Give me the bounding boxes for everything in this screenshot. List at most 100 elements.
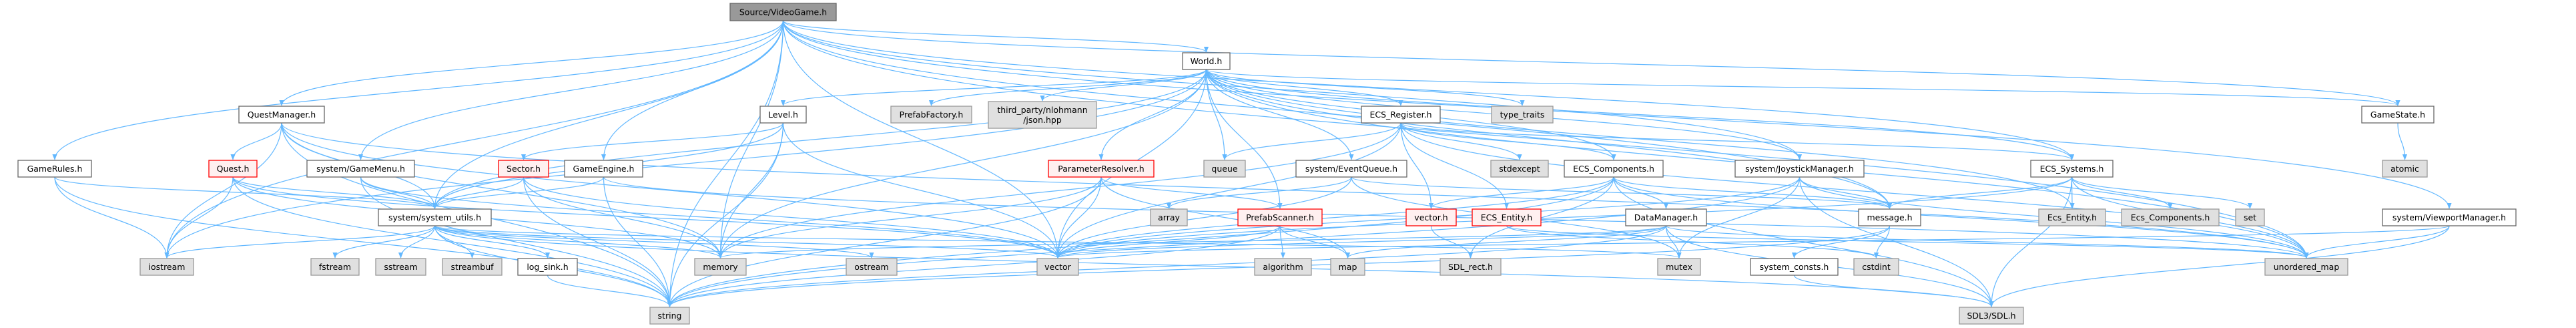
node-questmanager[interactable]: QuestManager.h: [238, 106, 325, 124]
node-label: sstream: [384, 262, 417, 272]
node-box: [649, 307, 690, 325]
node-box: [1048, 160, 1155, 178]
node-message[interactable]: message.h: [1858, 208, 1921, 226]
edge-level-to-sector: [521, 122, 784, 160]
node-label: system/GameMenu.h: [316, 164, 405, 174]
node-sdlrect: SDL_rect.h: [1439, 258, 1502, 276]
edge-questmanager-to-unorderedmap: [281, 122, 2309, 259]
node-logsink[interactable]: log_sink.h: [517, 258, 578, 276]
node-ecsentity2: Ecs_Entity.h: [2038, 208, 2106, 226]
node-label: SDL3/SDL.h: [1967, 311, 2015, 321]
edge-ecscomponents-to-sdlrect: [1468, 176, 1614, 259]
node-label: PrefabFactory.h: [900, 110, 964, 120]
node-label: queue: [1211, 164, 1237, 174]
node-prefabfactory: PrefabFactory.h: [890, 106, 972, 124]
edge-world-to-memory: [717, 69, 1207, 259]
edge-sysutils-to-vector: [434, 225, 1060, 259]
node-joystick[interactable]: system/JoystickManager.h: [1734, 160, 1865, 178]
node-label: DataManager.h: [1634, 212, 1698, 222]
edge-ecssystems-to-ecscomponents2: [2071, 176, 2173, 209]
node-box: [1858, 208, 1921, 226]
edge-prefabscanner-to-map: [1279, 225, 1351, 259]
edge-videogame-to-string: [667, 20, 784, 307]
edge-world-to-eventqueue: [1205, 69, 1354, 160]
node-atomic: atomic: [2382, 160, 2428, 178]
edge-paramresolver-to-prefabscanner: [1100, 176, 1283, 209]
node-label: QuestManager.h: [248, 110, 316, 120]
node-box: [208, 160, 258, 178]
node-ecssystems[interactable]: ECS_Systems.h: [2030, 160, 2114, 178]
node-label: system/EventQueue.h: [1305, 164, 1397, 174]
node-box: [498, 160, 549, 178]
node-label: vector.h: [1414, 212, 1447, 222]
node-label: mutex: [1666, 262, 1692, 272]
node-ecsregister[interactable]: ECS_Register.h: [1361, 106, 1441, 124]
node-box: [846, 258, 898, 276]
node-label: Ecs_Entity.h: [2047, 212, 2097, 222]
node-ecsentity[interactable]: ECS_Entity.h: [1472, 208, 1542, 226]
edge-world-to-ecsregister: [1205, 69, 1403, 106]
node-viewport[interactable]: system/ViewportManager.h: [2382, 208, 2517, 226]
node-box: [1203, 160, 1246, 178]
node-gamerules[interactable]: GameRules.h: [17, 160, 92, 178]
node-videogame[interactable]: Source/VideoGame.h: [729, 3, 837, 21]
node-sysconsts[interactable]: system_consts.h: [1750, 258, 1839, 276]
edge-eventqueue-to-message: [1351, 176, 1892, 209]
node-prefabscanner[interactable]: PrefabScanner.h: [1237, 208, 1323, 226]
node-gamemenu[interactable]: system/GameMenu.h: [306, 160, 415, 178]
edge-datamanager-to-unorderedmap: [1665, 225, 2309, 259]
edge-ecssystems-to-set: [2071, 176, 2253, 209]
edge-videogame-to-gameengine: [601, 20, 784, 160]
node-box: [694, 258, 747, 276]
node-set: set: [2235, 208, 2265, 226]
edge-ecssystems-to-sdl: [1989, 176, 2073, 307]
edge-world-to-message: [1205, 69, 1893, 209]
node-quest[interactable]: Quest.h: [208, 160, 258, 178]
node-ecscomponents[interactable]: ECS_Components.h: [1564, 160, 1664, 178]
edge-ecsregister-to-unorderedmap: [1400, 122, 2309, 259]
node-label: message.h: [1867, 212, 1912, 222]
node-map: map: [1330, 258, 1365, 276]
node-world[interactable]: World.h: [1182, 52, 1231, 70]
node-gamestate[interactable]: GameState.h: [2361, 106, 2435, 124]
node-label: iostream: [149, 262, 186, 272]
edge-videogame-to-gamestate: [782, 20, 2400, 106]
node-gameengine[interactable]: GameEngine.h: [564, 160, 643, 178]
edge-joystick-to-string: [667, 176, 1801, 307]
node-label: cstdint: [1862, 262, 1891, 272]
edge-gamemenu-to-vector: [360, 176, 1060, 259]
node-label: ECS_Components.h: [1573, 164, 1654, 174]
node-sysutils[interactable]: system/system_utils.h: [378, 208, 492, 226]
edge-ecssystems-to-message: [1887, 176, 2073, 209]
node-box: [306, 160, 415, 178]
edge-ecsregister-to-ecssystems: [1400, 122, 2074, 160]
node-box: [375, 258, 426, 276]
node-box: [1150, 208, 1188, 226]
node-box: [1237, 208, 1323, 226]
node-label: stdexcept: [1499, 164, 1540, 174]
edge-datamanager-to-string: [667, 225, 1667, 307]
node-vectorh[interactable]: vector.h: [1405, 208, 1457, 226]
node-label: World.h: [1191, 56, 1223, 66]
node-ecscomponents2: Ecs_Components.h: [2121, 208, 2220, 226]
edge-sysutils-to-memory: [434, 225, 723, 259]
node-box: [1853, 258, 1899, 276]
edge-quest-to-vector: [232, 176, 1060, 259]
edge-level-to-vector: [782, 122, 1060, 259]
edge-videogame-to-gamerules: [52, 20, 784, 160]
node-datamanager[interactable]: DataManager.h: [1625, 208, 1707, 226]
node-box: [378, 208, 492, 226]
edge-ecsregister-to-memory: [717, 122, 1401, 259]
node-paramresolver[interactable]: ParameterResolver.h: [1048, 160, 1155, 178]
node-box: [759, 106, 807, 124]
node-box: [1564, 160, 1664, 178]
node-label: /json.hpp: [1023, 115, 1062, 125]
node-eventqueue[interactable]: system/EventQueue.h: [1295, 160, 1407, 178]
node-sector[interactable]: Sector.h: [498, 160, 549, 178]
node-level[interactable]: Level.h: [759, 106, 807, 124]
node-label: ECS_Systems.h: [2040, 164, 2104, 174]
edge-sysutils-to-ostream: [434, 225, 874, 259]
node-box: [729, 3, 837, 21]
node-box: [1657, 258, 1701, 276]
edge-ecsregister-to-ecsentity: [1400, 122, 1510, 209]
